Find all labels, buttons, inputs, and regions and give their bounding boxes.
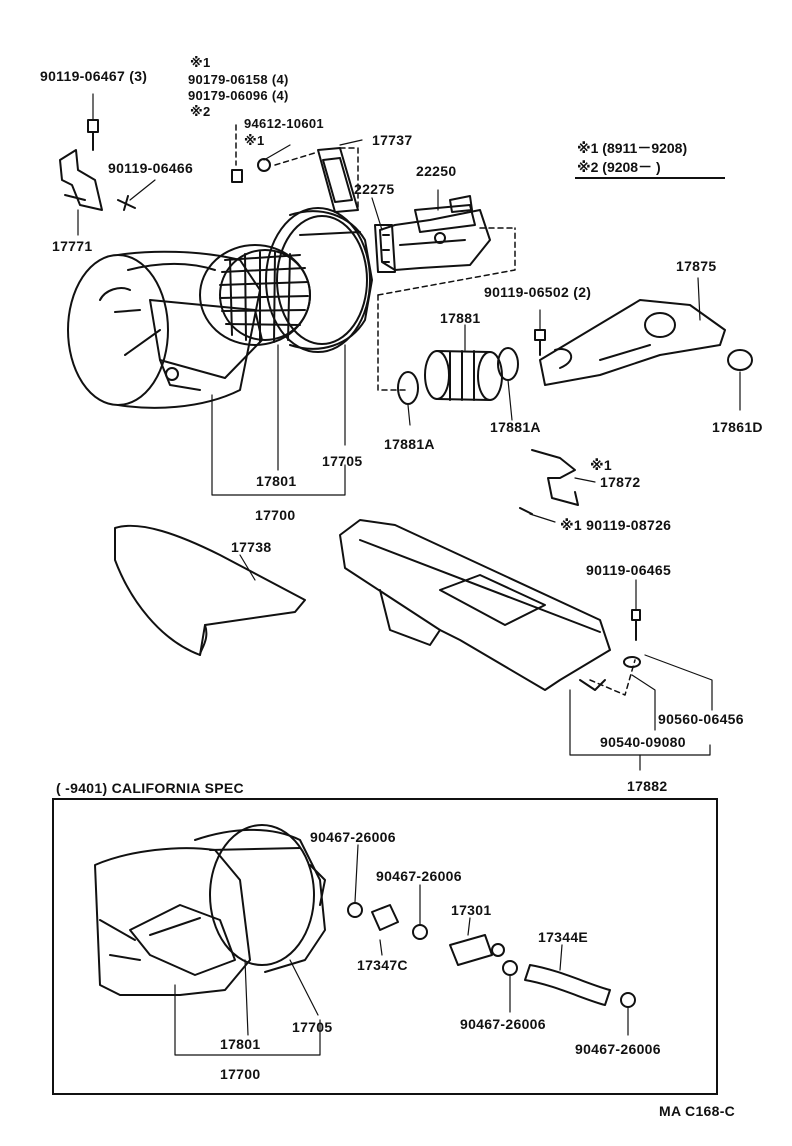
label-17881a-right: 17881A (490, 419, 541, 435)
air-cleaner-cap-drawing (265, 207, 373, 353)
airflow-meter-drawing (379, 195, 491, 271)
california-spec-frame (52, 798, 718, 1095)
cover-17738-drawing (114, 524, 306, 656)
label-c-17700: 17700 (220, 1066, 261, 1082)
label-c-90467-d: 90467-26006 (575, 1041, 661, 1057)
california-spec-title: ( -9401) CALIFORNIA SPEC (56, 780, 248, 796)
leader-lines (77, 93, 741, 771)
label-90179-06096: 90179-06096 (4) (188, 88, 289, 103)
label-90119-06466: 90119-06466 (108, 160, 194, 176)
air-cleaner-case-drawing (67, 250, 263, 409)
label-c-17801: 17801 (220, 1036, 261, 1052)
label-17738: 17738 (231, 539, 272, 555)
figure-code: MA C168-C (659, 1103, 736, 1119)
label-90119-06465: 90119-06465 (586, 562, 672, 578)
california-leader-lines (174, 844, 629, 1056)
bracket-17872-drawing (531, 449, 579, 506)
label-90179-06158: 90179-06158 (4) (188, 72, 289, 87)
intake-hose-drawing (397, 347, 519, 405)
label-c-90467-a: 90467-26006 (310, 829, 396, 845)
label-17882: 17882 (627, 778, 668, 794)
air-filter-element-drawing (199, 244, 311, 346)
label-17861d: 17861D (712, 419, 763, 435)
label-c-90467-c: 90467-26006 (460, 1016, 546, 1032)
label-17875: 17875 (676, 258, 717, 274)
legend-row-1: ※1 (8911－9208) (577, 140, 688, 156)
label-17881a-left: 17881A (384, 436, 435, 452)
dashed-leader-lines (235, 124, 636, 696)
label-note-1c: ※1 (590, 457, 612, 473)
label-note-1b: ※1 (244, 133, 265, 148)
bracket-17737-drawing (317, 147, 359, 213)
label-17881: 17881 (440, 310, 481, 326)
label-22275: 22275 (354, 181, 395, 197)
bracket-17771-drawing (59, 149, 103, 211)
label-c-90467-b: 90467-26006 (376, 868, 462, 884)
label-90119-06502: 90119-06502 (2) (484, 284, 592, 300)
label-90560-06456: 90560-06456 (658, 711, 744, 727)
clamp-17861d-drawing (727, 349, 753, 371)
label-c-17301: 17301 (451, 902, 492, 918)
label-c-17344e: 17344E (538, 929, 589, 945)
label-94612-10601: 94612-10601 (244, 116, 324, 131)
label-17801-top: 17801 (256, 473, 297, 489)
label-c-17347c: 17347C (357, 957, 408, 973)
label-note-1: ※1 (190, 55, 211, 70)
intake-duct-drawing (539, 299, 726, 386)
gasket-drawing (374, 224, 396, 273)
label-17705-top: 17705 (322, 453, 363, 469)
label-22250: 22250 (416, 163, 457, 179)
label-90540-09080: 90540-09080 (600, 734, 686, 750)
label-17771: 17771 (52, 238, 93, 254)
label-17700-top: 17700 (255, 507, 296, 523)
resonator-drawing (339, 519, 611, 691)
label-17872: 17872 (600, 474, 641, 490)
legend-row-2: ※2 (9208－ ) (577, 159, 661, 175)
label-note-2: ※2 (190, 104, 211, 119)
california-hose-parts-drawing (347, 902, 636, 1008)
label-90119-08726: ※1 90119-08726 (560, 517, 672, 533)
label-90119-06467: 90119-06467 (3) (40, 68, 148, 84)
bolt-drawings (87, 119, 641, 668)
label-17737: 17737 (372, 132, 413, 148)
california-filter-drawing (194, 824, 326, 973)
california-air-cleaner-drawing (94, 847, 251, 996)
label-c-17705: 17705 (292, 1019, 333, 1035)
